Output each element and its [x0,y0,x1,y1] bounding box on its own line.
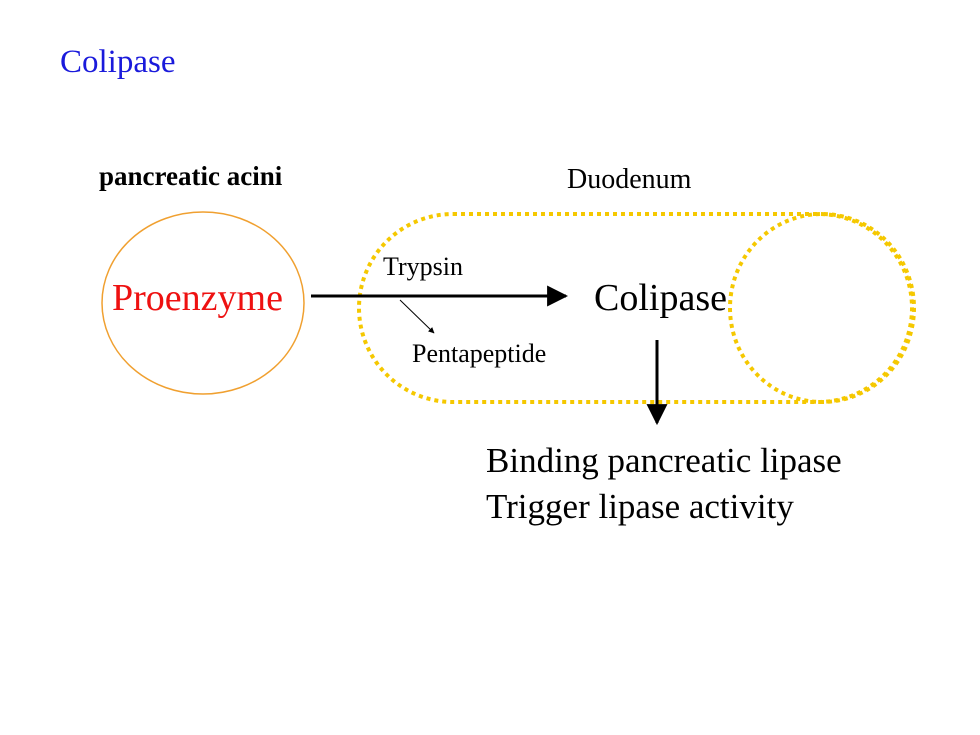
pentapeptide-label: Pentapeptide [412,339,547,368]
trypsin-label: Trypsin [383,252,463,281]
proenzyme-label: Proenzyme [112,277,283,319]
colipase-label: Colipase [594,277,727,319]
duodenum-label: Duodenum [567,164,692,195]
cleavage-arrow [399,299,435,334]
outcome-line-binding: Binding pancreatic lipase [486,441,842,480]
outcome-line-trigger: Trigger lipase activity [486,487,794,526]
slide-title: Colipase [60,44,176,80]
acini-compartment [101,211,305,395]
duodenum-inner-circle [728,212,916,404]
acini-label: pancreatic acini [99,161,283,191]
